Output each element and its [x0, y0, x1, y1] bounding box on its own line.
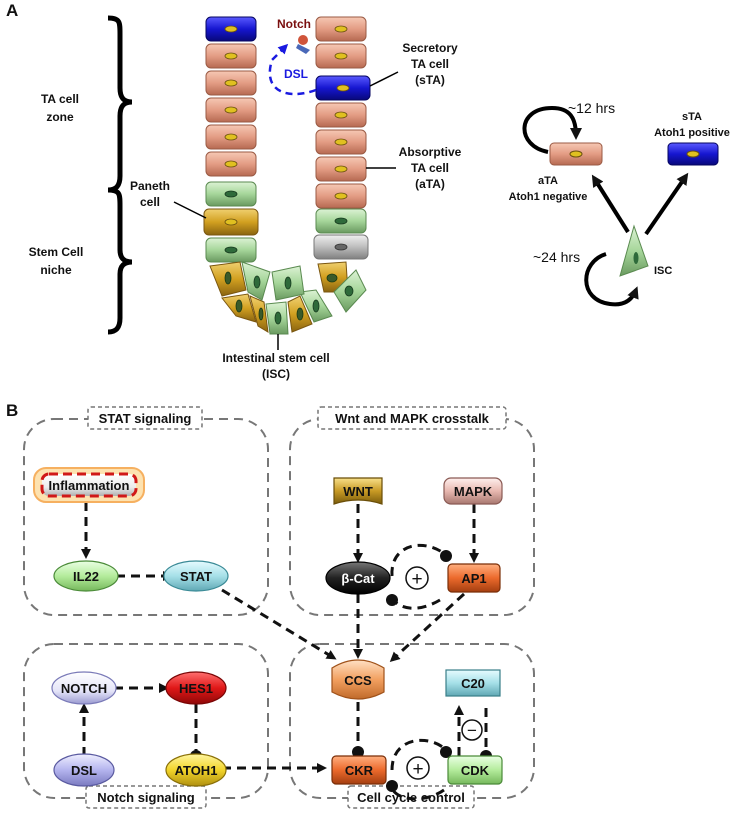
paneth-leader [173, 201, 207, 219]
secretory-label-3: (sTA) [415, 73, 445, 87]
dsl-node [53, 753, 115, 787]
mapk-label: MAPK [454, 484, 493, 499]
sta-label-1: sTA [682, 111, 702, 123]
edge-ap1-bcat-loop [390, 597, 441, 610]
secretory-label-2: TA cell [411, 57, 449, 71]
stat-node [163, 560, 229, 592]
sta-label-2: Atoh1 positive [654, 127, 730, 139]
mapk-node [443, 477, 503, 505]
paneth-label-1: Paneth [130, 179, 170, 193]
stat-label: STAT [180, 569, 212, 584]
panel-a-letter: A [6, 1, 18, 20]
isc-cell [619, 224, 649, 277]
c20-node [445, 669, 501, 697]
isc-schematic-label: ISC [654, 265, 672, 277]
hrs12-label: ~12 hrs [568, 100, 615, 116]
dot-ap1-bcat [386, 594, 398, 606]
plus-2: + [412, 759, 423, 780]
ckr-label: CKR [345, 763, 374, 778]
ata-self-renew-arrow [522, 105, 582, 154]
bcat-node [325, 561, 391, 595]
plus-icon [406, 756, 430, 780]
inflammation-node [40, 472, 138, 498]
isc-to-ata-arrow [591, 174, 630, 234]
plus-1: + [411, 569, 422, 590]
ta-zone-label-2: zone [46, 110, 74, 124]
absorptive-label-1: Absorptive [399, 145, 462, 159]
notch-module [23, 643, 269, 799]
ta-zone-brace [107, 15, 133, 193]
paneth-label-2: cell [140, 195, 160, 209]
c20-label: C20 [461, 676, 485, 691]
panel-b-letter: B [6, 401, 18, 420]
notch-node-label: NOTCH [61, 681, 107, 696]
inflammation-label: Inflammation [49, 478, 130, 493]
secretory-leader [369, 71, 399, 87]
dot-ckr-cdk [440, 746, 452, 758]
il22-node [53, 560, 119, 592]
hes1-node [165, 671, 227, 705]
edge-ap1-ccs [389, 592, 466, 663]
bcat-label: β-Cat [341, 571, 375, 586]
notch-title: Notch signaling [97, 790, 195, 805]
isc-label-1: Intestinal stem cell [222, 351, 329, 365]
isc-label-2: (ISC) [262, 367, 290, 381]
wnt-node [333, 477, 383, 505]
ccs-label: CCS [344, 673, 372, 688]
edge-stat-ccs [221, 588, 337, 660]
notch-title-box [85, 785, 207, 809]
dsl-arrow [268, 43, 317, 96]
ata-label-1: aTA [538, 175, 558, 187]
minus-icon [461, 719, 483, 741]
isc-self-renew-arrow [584, 252, 639, 307]
ta-zone-label-1: TA cell [41, 92, 79, 106]
dot-ccs-ckr [352, 746, 364, 758]
plus-icon [405, 566, 429, 590]
stat-title-box [87, 406, 203, 430]
ata-label-2: Atoh1 negative [509, 191, 588, 203]
atoh1-node [165, 753, 227, 787]
ccs-node [331, 659, 385, 700]
absorptive-label-2: TA cell [411, 161, 449, 175]
stat-title: STAT signaling [99, 411, 192, 426]
absorptive-label-3: (aTA) [415, 177, 445, 191]
ap1-node [447, 563, 501, 593]
dsl-ligand-icon [296, 44, 310, 54]
isc-to-sta-arrow [644, 172, 689, 236]
hrs24-label: ~24 hrs [533, 249, 580, 265]
notch-receptor-icon [298, 35, 308, 45]
stem-niche-label-1: Stem Cell [29, 245, 84, 259]
atoh1-label: ATOH1 [175, 763, 218, 778]
cdk-label: CDK [461, 763, 490, 778]
il22-label: IL22 [73, 569, 99, 584]
cellcycle-module [289, 643, 535, 799]
cdk-node [447, 755, 503, 785]
hes1-label: HES1 [179, 681, 213, 696]
dot-cdk-ckr [386, 780, 398, 792]
edge-ckr-cdk-loop [390, 738, 445, 771]
crypt [203, 16, 371, 335]
notch-label: Notch [277, 17, 311, 31]
stem-niche-brace [107, 187, 133, 335]
stem-niche-label-2: niche [40, 263, 72, 277]
dot-bcat-ap1 [440, 550, 452, 562]
wnt-title-box [317, 406, 507, 430]
notch-node [51, 671, 117, 705]
secretory-label-1: Secretory [402, 41, 458, 55]
edge-bcat-ap1-loop [390, 543, 443, 577]
dsl-label: DSL [284, 67, 308, 81]
ckr-node [331, 755, 387, 785]
minus-1: − [467, 721, 477, 740]
lineage-schematic [522, 105, 719, 307]
wnt-title: Wnt and MAPK crosstalk [335, 411, 490, 426]
ap1-label: AP1 [461, 571, 486, 586]
wnt-label: WNT [343, 484, 373, 499]
dsl-node-label: DSL [71, 763, 97, 778]
